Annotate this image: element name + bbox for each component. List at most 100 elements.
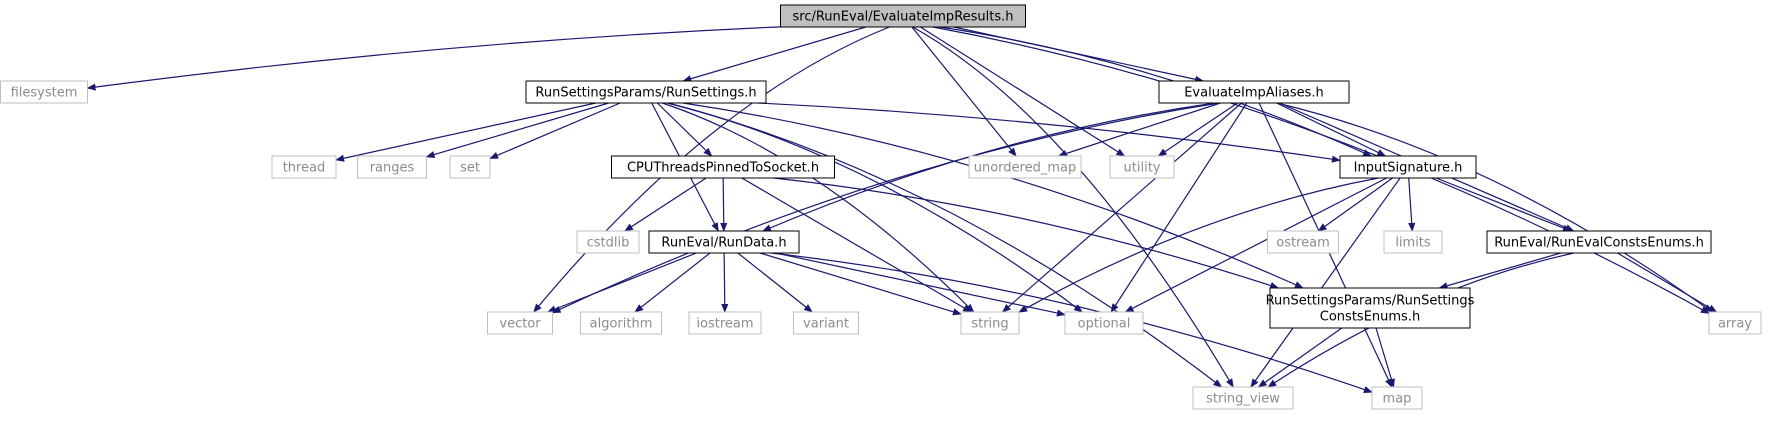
node-box [1064, 311, 1144, 335]
edge-rundata-to-string [759, 252, 962, 316]
edge-rsconsts-to-string_view [1257, 327, 1343, 388]
node-box [576, 230, 640, 254]
edge-root-to-unordered_map [911, 26, 1017, 157]
edge-rundata-to-variant [737, 252, 813, 313]
edge-aliases-to-rundata [762, 102, 1216, 232]
node-box [688, 311, 762, 335]
edge-aliases-to-optional [1110, 102, 1248, 313]
node-box [648, 230, 800, 254]
node-algorithm: algorithm [580, 311, 662, 335]
node-box [780, 4, 1026, 28]
node-label: src/RunEval/EvaluateImpResults.h [793, 10, 1014, 25]
node-root[interactable]: src/RunEval/EvaluateImpResults.h [780, 4, 1026, 28]
edge-aliases-to-unordered_map [1057, 102, 1221, 157]
node-box [0, 80, 88, 104]
node-box [357, 155, 427, 179]
node-box [1158, 80, 1350, 104]
node-inputsig[interactable]: InputSignature.h [1339, 155, 1477, 179]
node-string_view: string_view [1192, 386, 1294, 410]
edge-runsettings-to-inputsig [757, 102, 1341, 163]
node-label: string_view [1206, 392, 1280, 407]
node-limits: limits [1383, 230, 1443, 254]
edge-inputsig-to-string_view [1250, 177, 1401, 388]
edge-runsettings-to-cputhreads [656, 102, 713, 157]
node-ranges: ranges [357, 155, 427, 179]
node-label: map [1383, 392, 1412, 407]
node-runsettings[interactable]: RunSettingsParams/RunSettings.h [525, 80, 767, 104]
node-vector: vector [487, 311, 553, 335]
edge-root-to-utility [920, 26, 1126, 157]
edge-root-to-vector [533, 26, 890, 313]
node-label: RunSettingsParams/RunSettings [1266, 294, 1475, 309]
node-label: RunEval/RunData.h [661, 236, 786, 251]
node-box [1383, 230, 1443, 254]
node-box [487, 311, 553, 335]
node-label: EvaluateImpAliases.h [1184, 86, 1324, 101]
node-box [1708, 311, 1762, 335]
node-label: RunSettingsParams/RunSettings.h [535, 86, 756, 101]
edge-root-to-runsettings [682, 26, 866, 83]
node-rsconsts[interactable]: RunSettingsParams/RunSettingsConstsEnums… [1266, 287, 1475, 329]
node-variant: variant [793, 311, 859, 335]
node-label: set [460, 161, 480, 176]
node-box [271, 155, 337, 179]
edge-cputhreads-to-rsconsts [773, 177, 1280, 289]
node-box [960, 311, 1020, 335]
node-label: algorithm [590, 317, 653, 332]
edge-rundata-to-map [771, 252, 1373, 393]
node-aliases[interactable]: EvaluateImpAliases.h [1158, 80, 1350, 104]
node-iostream: iostream [688, 311, 762, 335]
edge-runsettings-to-ranges [425, 102, 609, 158]
edge-rundata-to-vector [546, 252, 697, 313]
node-consts[interactable]: RunEval/RunEvalConstsEnums.h [1486, 230, 1712, 254]
edge-rundata-to-iostream [721, 252, 729, 313]
node-filesystem: filesystem [0, 80, 88, 104]
edge-cputhreads-to-string [741, 177, 972, 313]
edge-root-to-filesystem [86, 26, 781, 91]
edge-cputhreads-to-cstdlib [624, 177, 707, 232]
node-string: string [960, 311, 1020, 335]
edge-runsettings-to-set [489, 102, 621, 160]
node-box [525, 80, 767, 104]
edge-inputsig-to-string [1018, 177, 1379, 313]
edge-aliases-to-utility [1157, 102, 1238, 157]
node-box [449, 155, 491, 179]
edge-inputsig-to-consts [1435, 177, 1572, 232]
edge-aliases-to-array [1276, 102, 1713, 313]
edge-rsconsts-to-map [1375, 327, 1395, 388]
node-label: CPUThreadsPinnedToSocket.h [627, 161, 819, 176]
node-label: array [1718, 317, 1752, 332]
node-label: ranges [370, 161, 415, 176]
node-label: cstdlib [587, 236, 630, 251]
node-label: iostream [696, 317, 753, 332]
node-label: RunEval/RunEvalConstsEnums.h [1494, 236, 1704, 251]
node-ostream: ostream [1267, 230, 1339, 254]
edge-runsettings-to-string [662, 102, 975, 313]
node-label: unordered_map [974, 161, 1077, 176]
edge-inputsig-to-ostream [1317, 177, 1393, 232]
edge-consts-to-rsconsts [1438, 252, 1561, 290]
node-cstdlib: cstdlib [576, 230, 640, 254]
node-label: ostream [1276, 236, 1330, 251]
node-array: array [1708, 311, 1762, 335]
node-box [1192, 386, 1294, 410]
node-box [968, 155, 1082, 179]
node-thread: thread [271, 155, 337, 179]
node-label: variant [803, 317, 849, 332]
node-box [1269, 287, 1471, 329]
node-box [1371, 386, 1423, 410]
node-cputhreads[interactable]: CPUThreadsPinnedToSocket.h [611, 155, 835, 179]
edge-runsettings-to-thread [335, 102, 596, 162]
edge-consts-to-array [1617, 252, 1718, 313]
node-box [1339, 155, 1477, 179]
node-box [1267, 230, 1339, 254]
node-rundata[interactable]: RunEval/RunData.h [648, 230, 800, 254]
edge-runsettings-to-optional [667, 102, 1083, 313]
edge-root-to-array [932, 26, 1710, 314]
nodes: src/RunEval/EvaluateImpResults.h filesyst… [0, 4, 1762, 410]
edge-rundata-to-optional [775, 252, 1066, 317]
edge-cputhreads-to-rundata [720, 177, 728, 232]
node-label: utility [1124, 161, 1161, 176]
node-label: InputSignature.h [1354, 161, 1463, 176]
node-box [1109, 155, 1175, 179]
